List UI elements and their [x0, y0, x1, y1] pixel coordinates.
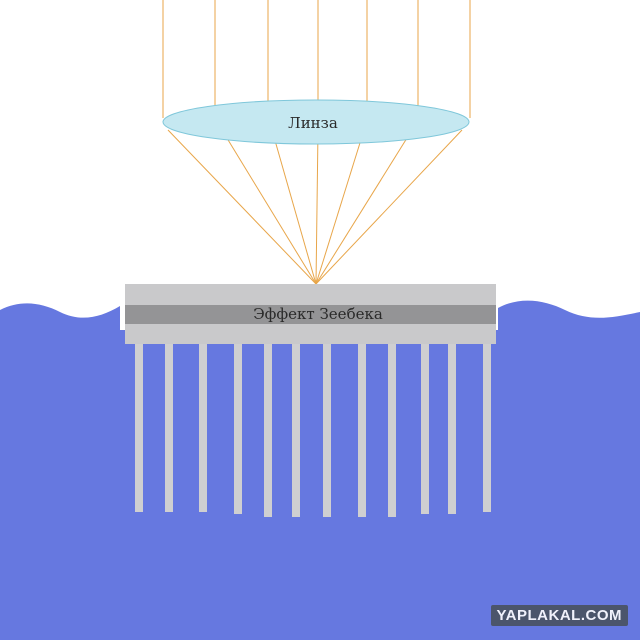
- heat-sink-fin: [199, 340, 207, 512]
- converging-ray: [167, 129, 317, 285]
- heat-sink-fin: [358, 340, 366, 517]
- plate-top-layer: [125, 284, 496, 305]
- seebeck-effect-label: Эффект Зеебека: [253, 305, 383, 323]
- converging-ray: [221, 129, 317, 285]
- converging-ray: [315, 129, 365, 285]
- plate-bottom-layer: [125, 324, 496, 344]
- converging-ray: [271, 129, 317, 285]
- watermark-logo: YAPLAKAL.COM: [490, 605, 628, 626]
- incoming-rays: [162, 0, 471, 118]
- heat-sink-fin: [264, 340, 272, 517]
- heat-sink-fin: [234, 340, 242, 514]
- heat-sink-fin: [165, 340, 173, 512]
- converging-ray: [315, 129, 413, 285]
- heat-sink-fin: [448, 340, 456, 514]
- heat-sink-fin: [388, 340, 396, 517]
- converging-rays: [167, 129, 463, 285]
- plate-seebeck-layer: [125, 305, 496, 324]
- converging-ray: [315, 129, 463, 285]
- water-under-plate: [120, 330, 500, 640]
- heat-sink-fins: [135, 340, 491, 517]
- lens: [162, 99, 470, 145]
- heat-sink-fin: [323, 340, 331, 517]
- heat-sink-fin: [292, 340, 300, 517]
- heat-sink-fin: [483, 340, 491, 512]
- converging-ray: [315, 129, 319, 285]
- lens-label: Линза: [288, 114, 338, 132]
- heat-sink-fin: [135, 340, 143, 512]
- heat-sink-fin: [421, 340, 429, 514]
